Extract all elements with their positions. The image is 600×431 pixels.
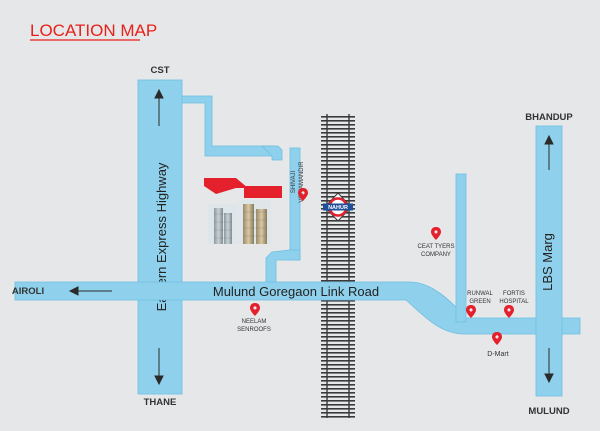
project-plot <box>204 178 282 198</box>
dmart-label: D-Mart <box>487 351 508 358</box>
runwal-label-line2: GREEN <box>469 299 490 305</box>
map-marker-icon <box>492 332 502 345</box>
fortis-label-line1: FORTIS <box>503 291 525 297</box>
map-marker-icon <box>504 305 514 318</box>
shivaji-label-line1: SHIVAJI <box>291 171 297 194</box>
map-marker-icon <box>250 303 260 316</box>
map-marker-icon <box>298 188 308 201</box>
railway-station-icon: NAHUR <box>323 192 353 222</box>
cst-label: CST <box>151 65 170 76</box>
ceat-label-line2: COMPANY <box>421 252 451 258</box>
railway-track <box>321 114 355 418</box>
mulund-label: MULUND <box>528 406 569 417</box>
building-image <box>208 200 271 244</box>
nahur-label: NAHUR <box>328 205 348 211</box>
eastern-express-highway-label: Eastern Express Highway <box>154 162 169 311</box>
eastern-express-highway <box>137 79 183 395</box>
neelam-label-line2: SENROOFS <box>237 327 271 333</box>
neelam-label-line1: NEELAM <box>242 319 267 325</box>
mulund-goregaon-link-road <box>14 281 581 335</box>
map-marker-icon <box>431 227 441 240</box>
page-title: LOCATION MAP <box>30 21 157 40</box>
ceat-connector-road <box>455 173 467 323</box>
fortis-label-line2: HOSPITAL <box>499 299 529 305</box>
map-marker-icon <box>466 305 476 318</box>
lbs-marg-label: LBS Marg <box>540 233 555 291</box>
runwal-label-line1: RUNWAL <box>467 291 493 297</box>
ceat-label-line1: CEAT TYERS <box>417 244 454 250</box>
bhandup-label: BHANDUP <box>525 112 573 123</box>
airoli-label: AIROLI <box>12 286 44 297</box>
link-road-label: Mulund Goregaon Link Road <box>213 284 379 299</box>
direction-arrow-icon <box>68 88 554 386</box>
shivaji-label-line2: VIDYAMANDIR <box>299 161 305 203</box>
thane-label: THANE <box>144 397 177 408</box>
